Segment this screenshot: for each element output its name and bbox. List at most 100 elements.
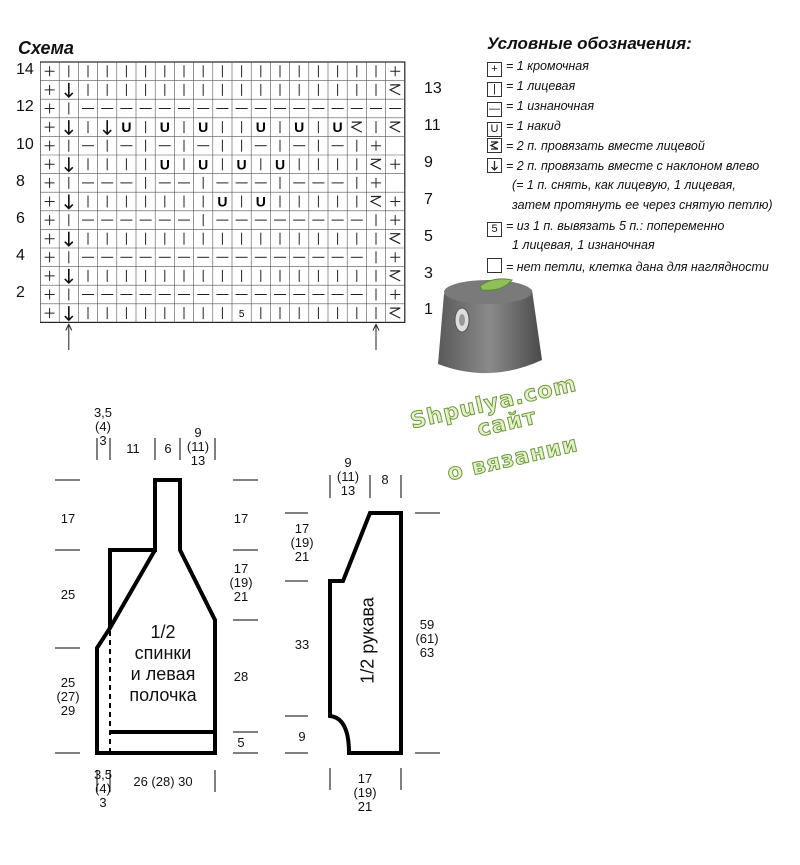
legend-text: = 1 накид: [506, 119, 561, 133]
no-stitch-icon: [487, 258, 502, 273]
knit-stitch-icon: |: [487, 82, 502, 97]
legend-text: = 1 кромочная: [506, 59, 589, 73]
yarn-over-icon: U: [333, 119, 343, 135]
edge-stitch-icon: [44, 196, 55, 207]
sleeve-dim-left-low: 9: [298, 729, 306, 744]
knit-2-together-icon: [388, 270, 401, 282]
legend-item-no-stitch: = нет петли, клетка дана для наглядности: [487, 258, 769, 276]
edge-stitch-icon: [371, 177, 381, 188]
row-number: 11: [424, 117, 441, 134]
ssk-icon: [64, 268, 74, 285]
arrow-head-icon: [372, 323, 380, 331]
dim-left-top: 17: [60, 511, 76, 526]
row-number: 14: [16, 61, 34, 78]
yarn-over-icon: U: [237, 156, 247, 172]
row-number: 6: [16, 210, 25, 227]
legend-text: = из 1 п. вывязать 5 п.: попеременно: [506, 219, 725, 233]
arrow-head-icon: [65, 323, 73, 331]
edge-stitch-icon: +: [487, 62, 502, 77]
dim-right-top: 17: [233, 511, 249, 526]
row-number: 8: [16, 173, 25, 190]
sleeve-dim-bottom: 17(19)21: [353, 771, 377, 814]
row-number: 2: [16, 284, 25, 301]
edge-stitch-icon: [390, 215, 401, 226]
scheme-title: Схема: [18, 38, 74, 58]
edge-stitch-icon: [44, 177, 55, 188]
ssk-icon: [102, 120, 112, 136]
legend-text: = 2 п. провязать вместе лицевой: [506, 139, 705, 153]
sleeve-pattern-label: 1/2 рукава: [357, 597, 378, 684]
knit-2-together-icon: [388, 307, 401, 319]
dim-top-c: 6: [164, 441, 172, 456]
ssk-icon: [64, 157, 74, 173]
yarn-over-icon: U: [198, 119, 208, 135]
ssk-icon: [64, 82, 74, 99]
row-number: 3: [424, 265, 433, 282]
row-number: 10: [16, 136, 34, 153]
row-number: 9: [424, 154, 433, 171]
edge-stitch-icon: [390, 252, 401, 263]
dim-top-a: 3,5(4)3: [93, 405, 113, 448]
edge-stitch-icon: [390, 196, 401, 207]
row-number: 4: [16, 247, 25, 264]
yarn-over-icon: U: [160, 156, 170, 172]
ssk-icon: [64, 120, 74, 136]
yarn-over-icon: U: [487, 122, 502, 137]
yarn-over-icon: U: [275, 156, 285, 172]
yarn-over-icon: U: [256, 119, 266, 135]
dim-left-low: 25(27)29: [56, 675, 80, 718]
increase-5-icon: 5: [487, 222, 502, 237]
edge-stitch-icon: [44, 270, 55, 281]
edge-stitch-icon: [390, 66, 401, 77]
legend-continuation: затем протянуть ее через снятую петлю): [512, 198, 773, 212]
legend-item-purl: — = 1 изнаночная: [487, 97, 594, 117]
knit-2-together-icon: [369, 158, 382, 170]
dim-right-low: 28: [233, 669, 249, 684]
dim-top-d: 9(11)13: [186, 425, 210, 468]
dim-right-band: 5: [237, 735, 245, 750]
knit-2-together-icon: [388, 84, 401, 96]
legend-continuation: 1 лицевая, 1 изнаночная: [512, 238, 655, 252]
knit-2-together-icon: [369, 195, 382, 208]
knit-2-together-icon: [388, 233, 401, 245]
knit-2-together-icon: [388, 121, 401, 133]
sleeve-dim-top-b: 8: [381, 472, 389, 487]
edge-stitch-icon: [44, 215, 55, 226]
body-outline: [95, 478, 217, 755]
yarn-spool-icon: [438, 278, 542, 374]
legend-item-yarn-over: U = 1 накид: [487, 117, 561, 137]
legend-item-ssk: = 2 п. провязать вместе с наклоном влево: [487, 157, 759, 175]
edge-stitch-icon: [44, 233, 55, 244]
row-number: 13: [424, 80, 442, 97]
dim-left-mid: 25: [60, 587, 76, 602]
knit-2-together-icon: [487, 138, 502, 153]
dim-bottom-b: 26 (28) 30: [133, 774, 193, 789]
legend-text: = 1 лицевая: [506, 79, 576, 93]
yarn-over-icon: U: [121, 119, 131, 135]
yarn-over-icon: U: [256, 194, 266, 210]
legend-item-edge: + = 1 кромочная: [487, 57, 589, 77]
legend-text: = 1 изнаночная: [506, 99, 595, 113]
edge-stitch-icon: [44, 122, 55, 133]
legend-item-increase5: 5 = из 1 п. вывязать 5 п.: попеременно: [487, 217, 724, 237]
row-number: 5: [424, 228, 433, 245]
yarn-over-icon: U: [160, 119, 170, 135]
body-pattern-diagram: [55, 438, 258, 792]
legend-item-k2tog: = 2 п. провязать вместе лицевой: [487, 137, 705, 155]
purl-stitch-icon: —: [487, 102, 502, 117]
legend-text: = нет петли, клетка дана для наглядности: [506, 260, 769, 274]
ssk-icon: [64, 194, 74, 210]
sleeve-dim-left-top: 17(19)21: [290, 521, 314, 564]
legend-item-knit: | = 1 лицевая: [487, 77, 575, 97]
legend-text: = 2 п. провязать вместе с наклоном влево: [506, 159, 760, 173]
sleeve-pattern-diagram: [285, 475, 440, 790]
edge-stitch-icon: [44, 84, 55, 95]
edge-stitch-icon: [44, 159, 55, 170]
sleeve-dim-left-mid: 33: [294, 637, 310, 652]
sleeve-dim-top-a: 9(11)13: [336, 455, 360, 498]
yarn-over-icon: U: [294, 119, 304, 135]
legend-title: Условные обозначения:: [487, 34, 692, 53]
dim-bottom-a: 3,5(4)3: [93, 767, 113, 810]
increase-5-icon: 5: [239, 309, 245, 320]
